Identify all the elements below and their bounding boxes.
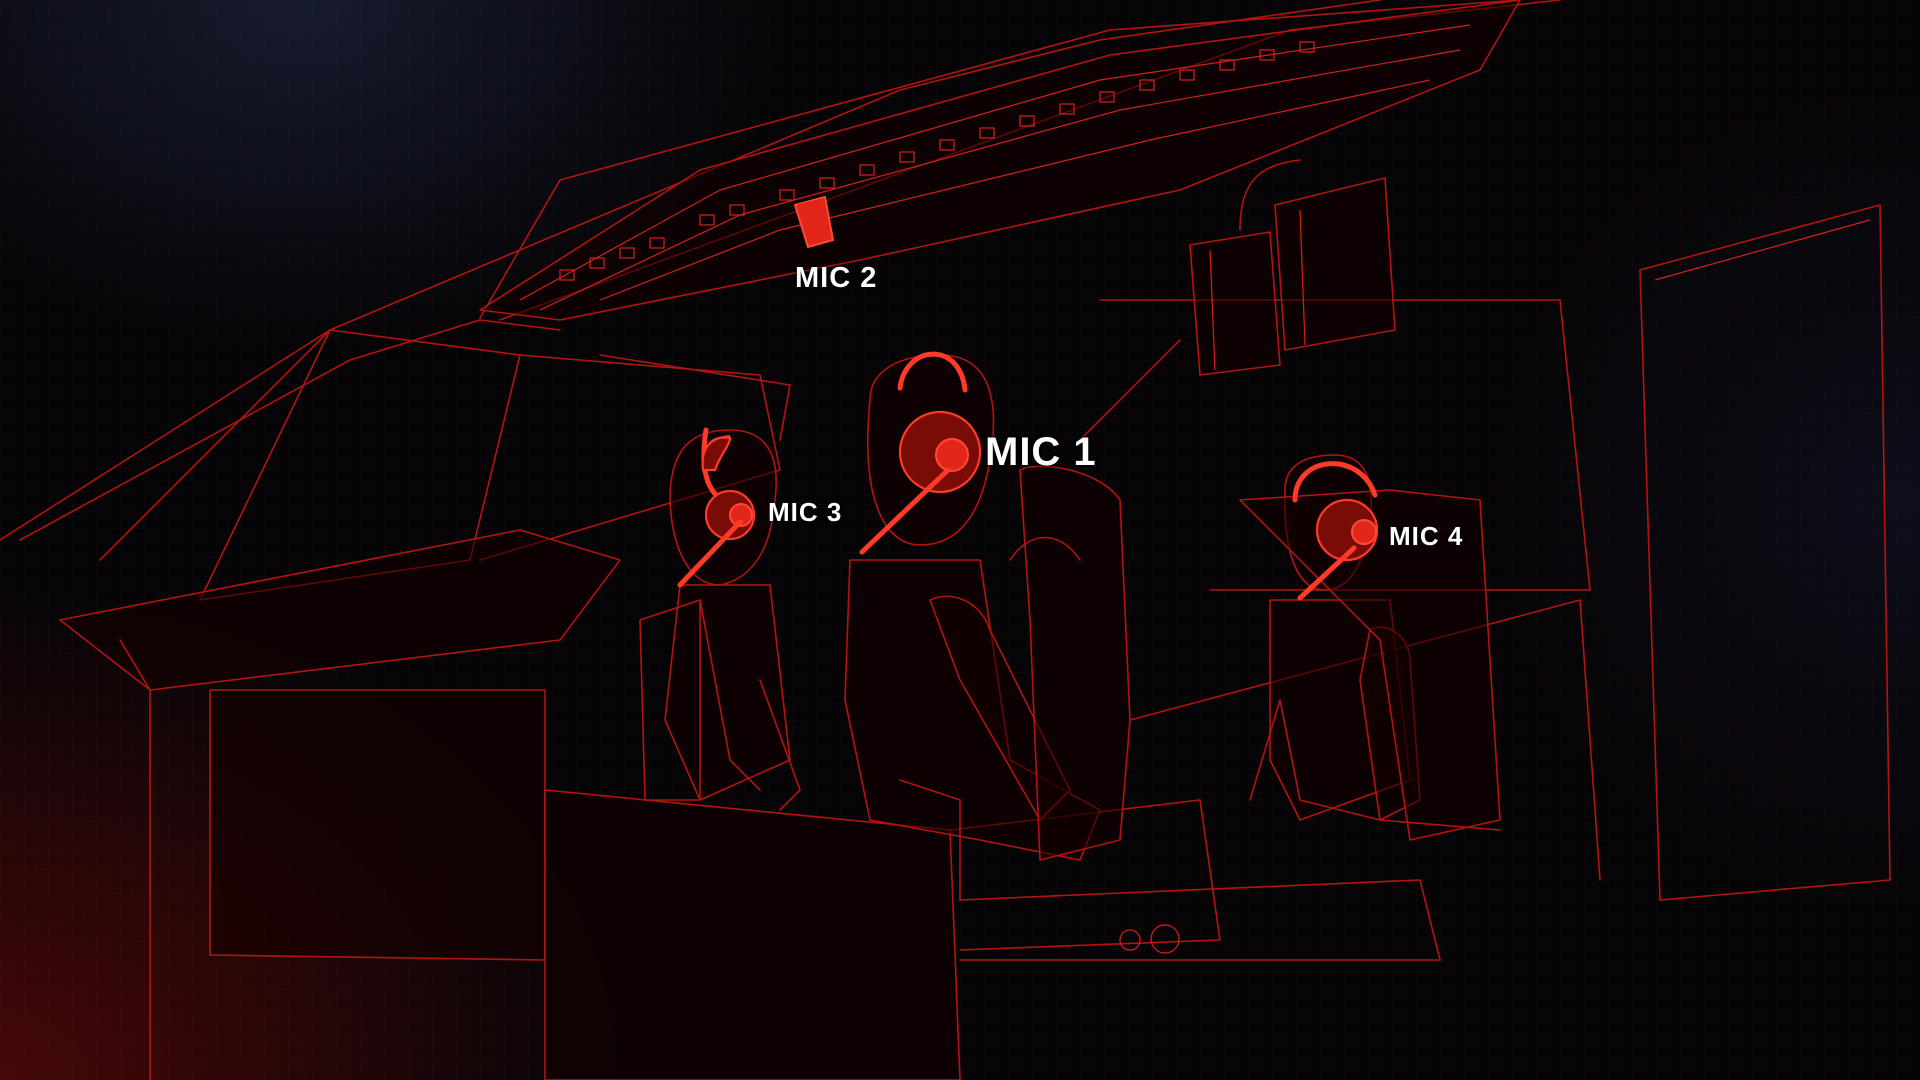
instrument-panel (59, 529, 1441, 1080)
crew-figure-center (844, 354, 1131, 901)
headset-icon (677, 427, 756, 588)
mic-2-label: MIC 2 (795, 262, 878, 294)
headset-icon (859, 351, 982, 555)
mic-3-label: MIC 3 (768, 497, 843, 527)
crew-figure-left (639, 429, 801, 811)
overhead-displays (1079, 159, 1396, 441)
ceiling-microphone-icon (793, 195, 835, 249)
mic-4-label: MIC 4 (1389, 521, 1464, 551)
mic-1-label: MIC 1 (985, 430, 1097, 474)
headset-icon (1292, 461, 1379, 601)
overhead-panel (479, 0, 1521, 321)
